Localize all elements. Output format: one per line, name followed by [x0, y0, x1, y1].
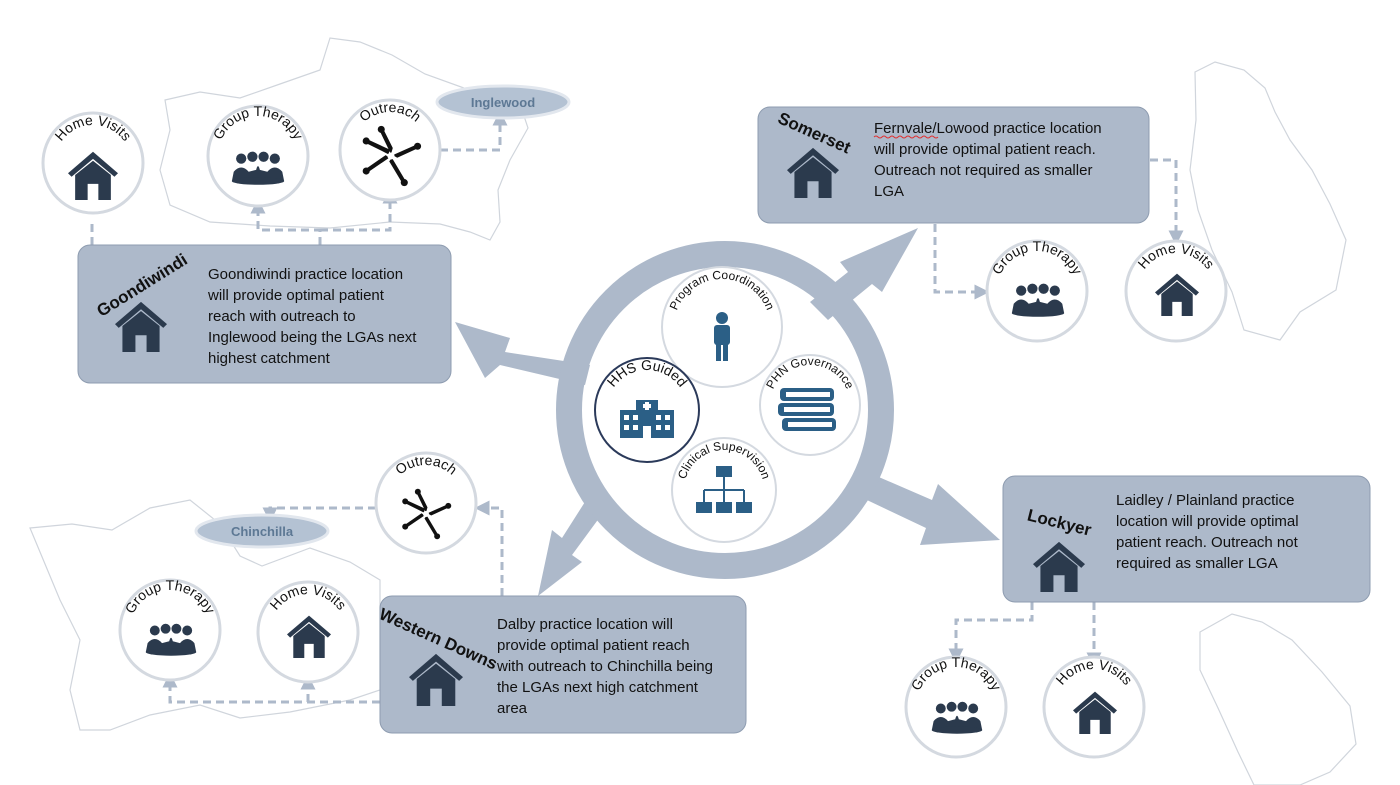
lockyer-box	[1002, 475, 1371, 603]
hub-ring	[556, 241, 894, 579]
goondiwindi-section: Goondiwindi Goondiwindi practice locatio…	[41, 84, 571, 384]
lockyer-group-therapy: Group Therapy	[904, 654, 1008, 759]
somerset-line-3: Outreach not required as smaller	[874, 162, 1092, 179]
org-chart-icon	[696, 466, 752, 513]
lockyer-line-4: required as smaller LGA	[1116, 555, 1278, 572]
books-icon	[778, 388, 836, 431]
somerset-home-visits: Home Visits	[1124, 239, 1228, 343]
lockyer-line-3: patient reach. Outreach not	[1116, 534, 1299, 551]
hospital-icon	[620, 400, 674, 438]
hub-phn-governance: PHN Governance	[759, 354, 861, 456]
western-downs-line-4: the LGAs next high catchment	[497, 679, 699, 696]
hub	[455, 228, 1000, 596]
western-downs-outreach: Outreach	[374, 451, 478, 555]
somerset-line-1: Fernvale/Lowood practice location	[874, 120, 1102, 137]
western-downs-line-3: with outreach to Chinchilla being	[496, 658, 713, 675]
chinchilla-place: Chinchilla	[194, 513, 330, 549]
western-downs-line-1: Dalby practice location will	[497, 616, 673, 633]
lockyer-section: Lockyer Laidley / Plainland practice loc…	[904, 475, 1371, 759]
western-downs-line-2: provide optimal patient reach	[497, 637, 690, 654]
lockyer-home-visits: Home Visits	[1042, 655, 1146, 759]
inglewood-place: Inglewood	[435, 84, 571, 120]
somerset-line-4: LGA	[874, 183, 904, 200]
lockyer-line-1: Laidley / Plainland practice	[1116, 492, 1294, 509]
western-downs-group-therapy: Group Therapy	[118, 577, 222, 682]
goondiwindi-line-2: will provide optimal patient	[207, 287, 385, 304]
western-downs-box	[379, 595, 747, 734]
goondiwindi-outreach: Outreach	[338, 98, 442, 202]
goondiwindi-home-visits: Home Visits	[41, 111, 145, 215]
western-downs-home-visits: Home Visits	[256, 580, 360, 684]
somerset-group-therapy: Group Therapy	[985, 238, 1089, 343]
goondiwindi-group-therapy: Group Therapy	[206, 103, 310, 208]
lockyer-line-2: location will provide optimal	[1116, 513, 1299, 530]
hub-clinical-supervision: Clinical Supervision	[671, 437, 777, 543]
somerset-line-2: will provide optimal patient reach.	[873, 141, 1096, 158]
goondiwindi-box	[77, 244, 452, 384]
arrow-to-lockyer	[850, 468, 1000, 545]
somerset-box	[757, 106, 1150, 224]
goondiwindi-line-5: highest catchment	[208, 350, 331, 367]
person-icon	[714, 312, 730, 361]
goondiwindi-line-3: reach with outreach to	[208, 308, 356, 325]
arrow-to-goondiwindi	[455, 322, 590, 385]
goondiwindi-line-1: Goondiwindi practice location	[208, 266, 403, 283]
hub-hhs-guided: HHS Guided	[594, 357, 700, 463]
spellcheck-underline	[873, 135, 939, 139]
western-downs-section: Western Downs Dalby practice location wi…	[118, 451, 747, 734]
goondiwindi-line-4: Inglewood being the LGAs next	[208, 329, 417, 346]
western-downs-line-5: area	[497, 700, 528, 717]
chinchilla-label: Chinchilla	[231, 524, 294, 539]
arrow-to-western-downs	[538, 494, 608, 596]
inglewood-label: Inglewood	[471, 95, 535, 110]
